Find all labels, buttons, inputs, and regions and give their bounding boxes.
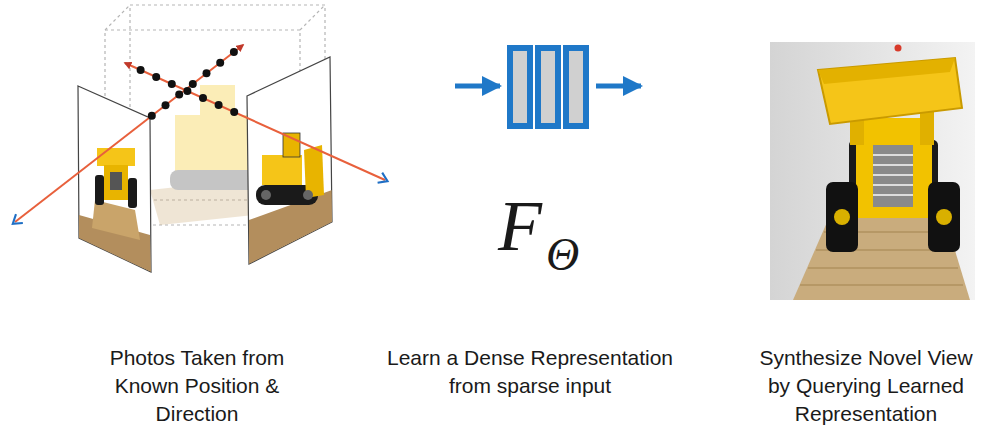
sample-point	[148, 112, 156, 120]
function-subscript: Θ	[546, 232, 579, 278]
photo-bucket	[97, 148, 135, 166]
sample-point	[175, 91, 183, 99]
render-wheel	[928, 182, 960, 252]
render-wheel	[826, 182, 858, 252]
caption: Synthesize Novel View by Querying Learne…	[746, 344, 986, 428]
network-layer	[507, 45, 533, 129]
camera-ray	[125, 63, 385, 180]
render-bucket-lip	[818, 58, 955, 84]
photo-left	[78, 86, 151, 272]
photo-frame	[247, 57, 332, 264]
sample-point	[168, 80, 176, 88]
render-hub	[936, 209, 952, 225]
network-layer-inner	[513, 51, 527, 123]
sample-point	[203, 69, 211, 77]
photo-blade	[304, 145, 324, 198]
caption: Learn a Dense Representation from sparse…	[365, 344, 695, 400]
sample-point	[137, 66, 145, 74]
photo-wheel	[261, 190, 271, 200]
photo-content	[79, 148, 151, 272]
network-layer-inner	[541, 51, 555, 123]
sample-point	[183, 87, 191, 95]
render-bucket	[818, 58, 962, 124]
ghost-cab	[200, 85, 235, 120]
sample-point	[216, 59, 224, 67]
sample-point	[199, 94, 207, 102]
sample-point	[162, 101, 170, 109]
output-arrow	[596, 84, 641, 89]
photo-body	[104, 165, 128, 200]
input-arrow	[455, 84, 500, 89]
photo-wheel	[303, 190, 313, 200]
photo-body	[262, 155, 302, 185]
camera-ray	[15, 45, 243, 222]
photo-grille	[110, 172, 122, 190]
camera-rays	[15, 45, 385, 222]
network-layer	[563, 45, 589, 129]
render-light	[895, 45, 902, 52]
render-hub	[834, 209, 850, 225]
photo-frame	[78, 86, 151, 272]
function-symbol: F	[498, 190, 542, 262]
render-grille	[873, 145, 913, 207]
sample-points	[137, 48, 239, 120]
sample-point	[215, 101, 223, 109]
network-layer	[535, 45, 561, 129]
sample-point	[230, 48, 238, 56]
sample-point	[230, 108, 238, 116]
photo-content	[249, 133, 332, 264]
rendered-view	[770, 42, 975, 300]
network-layer-inner	[569, 51, 583, 123]
sample-point	[189, 80, 197, 88]
photo-right	[247, 57, 332, 264]
photo-wheel	[95, 175, 104, 205]
caption: Photos Taken from Known Position & Direc…	[90, 344, 305, 428]
sample-point	[152, 73, 160, 81]
network	[455, 45, 641, 129]
render-grille-lines	[873, 155, 913, 195]
render-background	[770, 42, 975, 300]
photo-wheel	[128, 178, 137, 208]
photo-cab	[283, 133, 300, 157]
